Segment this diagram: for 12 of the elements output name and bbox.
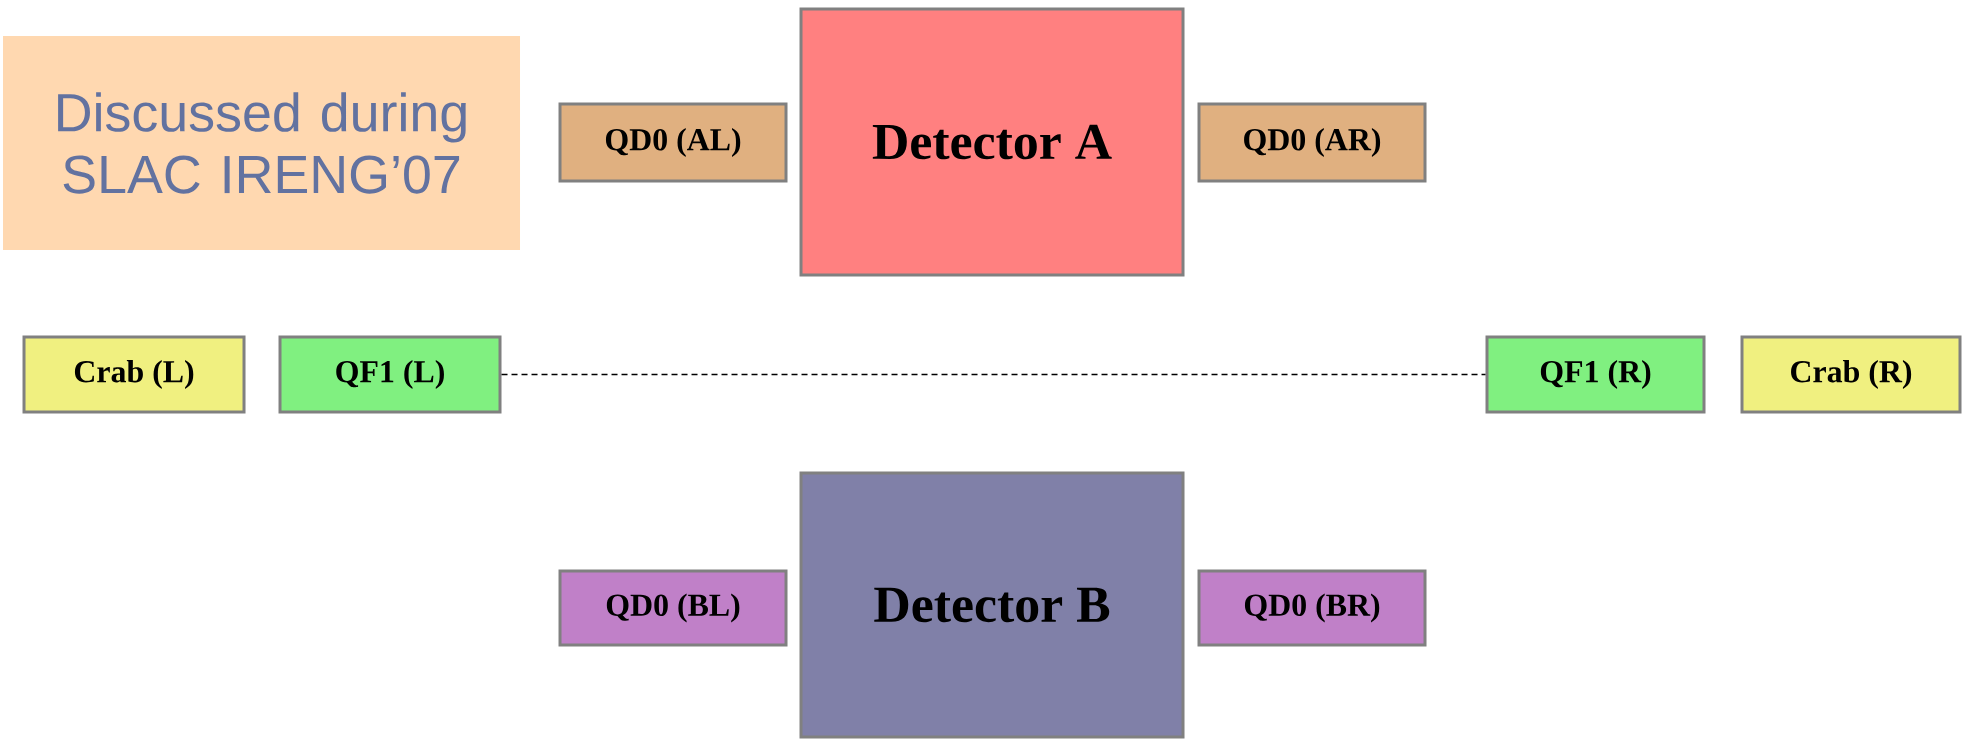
magnet-box: QF1 (R)	[1485, 335, 1706, 414]
note-box: Discussed during SLAC IRENG’07	[3, 36, 520, 250]
magnet-box: Crab (R)	[1740, 335, 1962, 414]
magnet-box: QF1 (L)	[278, 335, 502, 414]
magnet-box: QD0 (AL)	[558, 102, 788, 183]
magnet-box: QD0 (AR)	[1197, 102, 1427, 183]
magnet-box: QD0 (BL)	[558, 569, 788, 647]
detector-box: Detector A	[799, 7, 1185, 277]
magnet-box: Crab (L)	[22, 335, 246, 414]
beam-line	[500, 373, 1487, 376]
detector-box: Detector B	[799, 471, 1185, 739]
magnet-box: QD0 (BR)	[1197, 569, 1427, 647]
